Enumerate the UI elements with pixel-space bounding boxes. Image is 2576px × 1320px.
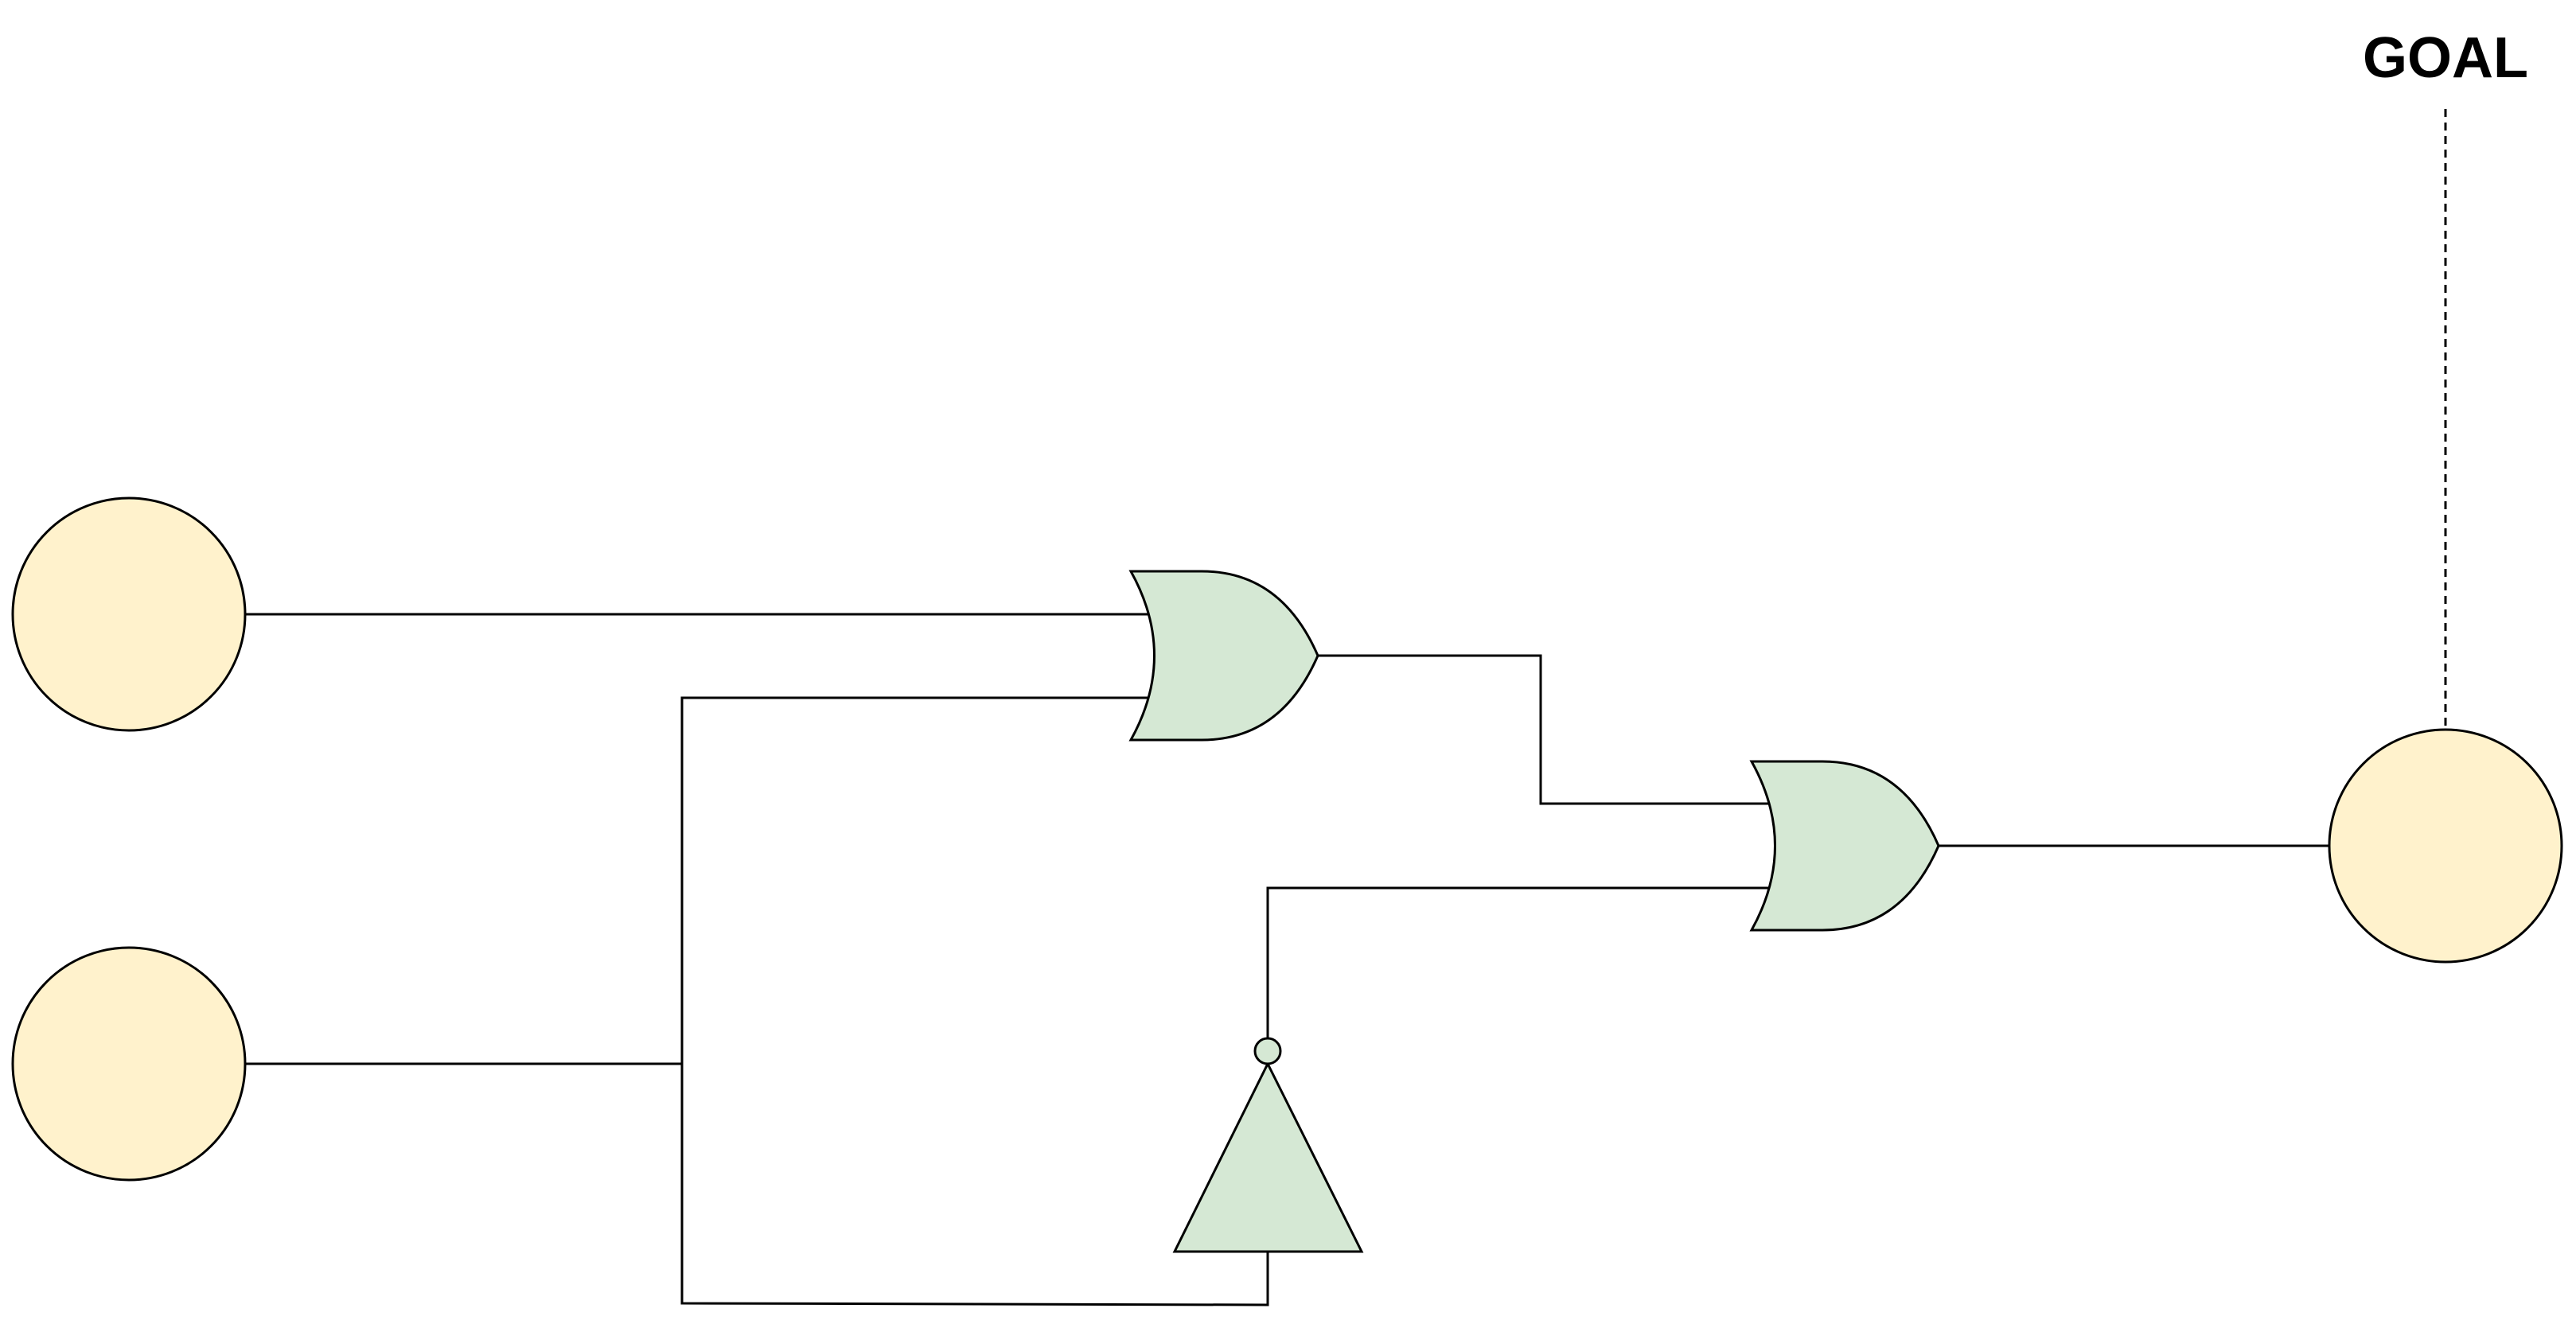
wire-junction-to-or-gate-1 [680, 696, 1149, 1064]
wire-or-gate-1-to-or-gate-2 [1318, 654, 1770, 805]
goal-node[interactable] [2328, 728, 2563, 964]
not-gate-bubble [1253, 1037, 1282, 1065]
input-node-a[interactable] [11, 496, 247, 732]
wire-not-gate-to-or-gate-2 [1266, 886, 1770, 1038]
or-gate-2[interactable] [1749, 760, 1940, 932]
not-gate[interactable] [1172, 1061, 1364, 1253]
or-gate-1[interactable] [1128, 570, 1319, 742]
wire-junction-to-not-gate [680, 1064, 1269, 1306]
input-node-b[interactable] [11, 946, 247, 1182]
goal-label: GOAL [2363, 26, 2528, 90]
